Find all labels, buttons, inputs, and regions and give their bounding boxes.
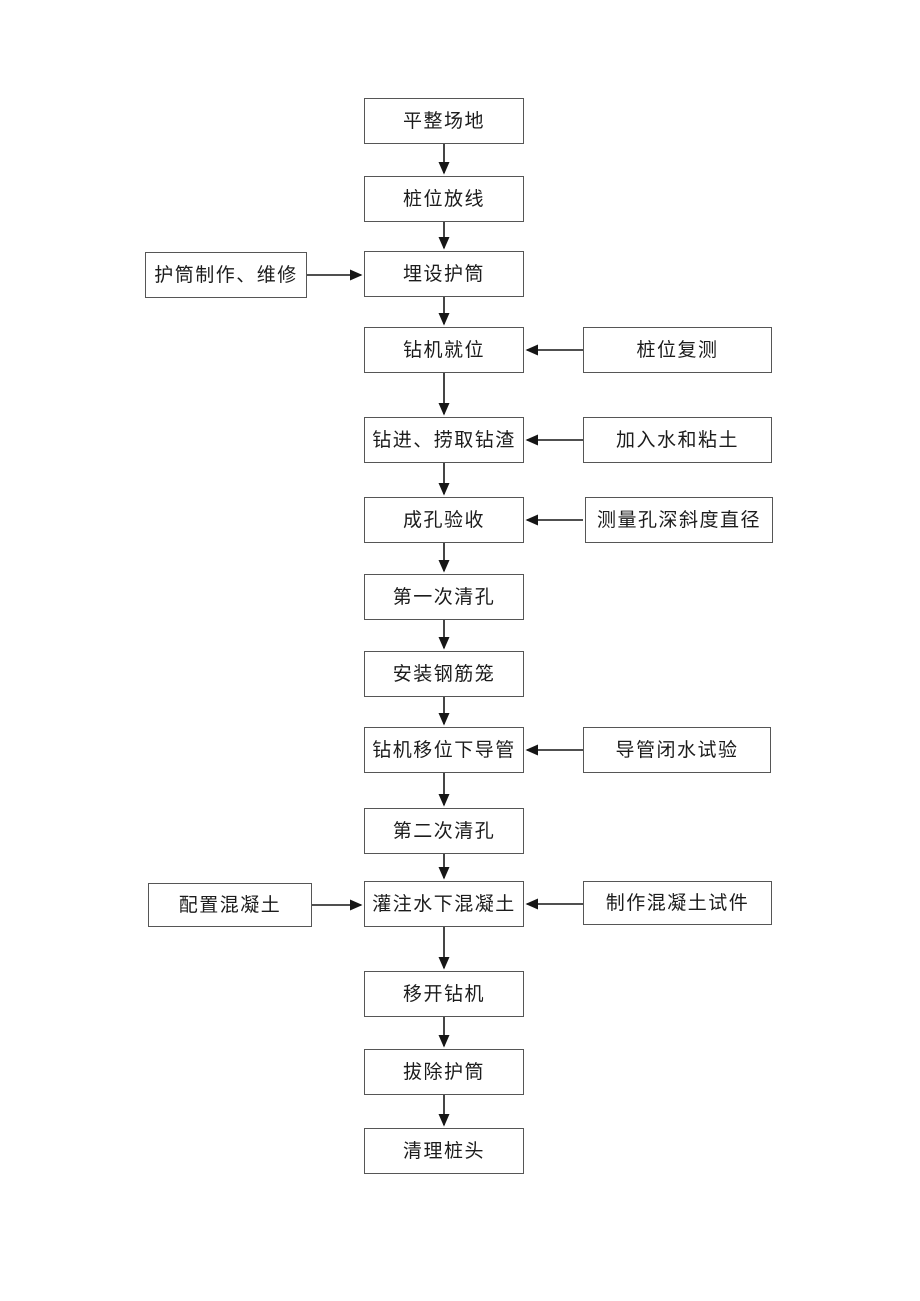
- node-rig-in-position: 钻机就位: [364, 327, 524, 373]
- node-pile-position-recheck: 桩位复测: [583, 327, 772, 373]
- node-first-hole-cleaning: 第一次清孔: [364, 574, 524, 620]
- node-level-site: 平整场地: [364, 98, 524, 144]
- node-drilling-remove-slag: 钻进、捞取钻渣: [364, 417, 524, 463]
- node-tremie-watertight-test: 导管闭水试验: [583, 727, 771, 773]
- node-install-rebar-cage: 安装钢筋笼: [364, 651, 524, 697]
- node-concrete-test-specimens: 制作混凝土试件: [583, 881, 772, 925]
- node-hole-acceptance: 成孔验收: [364, 497, 524, 543]
- node-batch-concrete: 配置混凝土: [148, 883, 312, 927]
- node-remove-rig: 移开钻机: [364, 971, 524, 1017]
- node-pour-underwater-concrete: 灌注水下混凝土: [364, 881, 524, 927]
- node-add-water-clay: 加入水和粘土: [583, 417, 772, 463]
- node-measure-hole-depth-incline-diameter: 测量孔深斜度直径: [585, 497, 773, 543]
- node-pile-layout: 桩位放线: [364, 176, 524, 222]
- node-casing-fabrication-repair: 护筒制作、维修: [145, 252, 307, 298]
- node-move-rig-lower-tremie: 钻机移位下导管: [364, 727, 524, 773]
- node-embed-casing: 埋设护筒: [364, 251, 524, 297]
- node-second-hole-cleaning: 第二次清孔: [364, 808, 524, 854]
- node-pull-casing: 拔除护筒: [364, 1049, 524, 1095]
- node-clean-pile-head: 清理桩头: [364, 1128, 524, 1174]
